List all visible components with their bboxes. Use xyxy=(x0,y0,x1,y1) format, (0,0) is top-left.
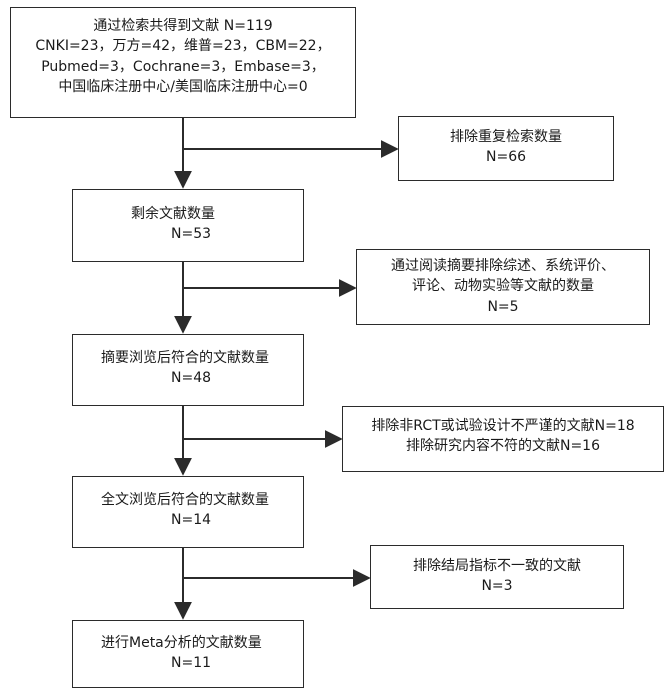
identified-line-2: CNKI=23，万方=42，维普=23，CBM=22， xyxy=(35,38,331,55)
box-identified: 通过检索共得到文献 N=119 CNKI=23，万方=42，维普=23，CBM=… xyxy=(10,7,356,118)
duplicates-line-2: N=66 xyxy=(485,149,527,166)
reviews-line-1: 通过阅读摘要排除综述、系统评价、 xyxy=(391,258,615,274)
reviews-line-2: 评论、动物实验等文献的数量 xyxy=(412,278,594,295)
fulltext-line-1: 全文浏览后符合的文献数量 xyxy=(101,492,269,508)
box-meta-included: 进行Meta分析的文献数量 N=11 xyxy=(72,620,304,688)
fulltext-line-2: N=14 xyxy=(171,512,212,529)
box-remaining: 剩余文献数量 N=53 xyxy=(72,189,304,262)
identified-line-3: Pubmed=3，Cochrane=3，Embase=3， xyxy=(41,58,325,75)
box-exclude-reviews: 通过阅读摘要排除综述、系统评价、 评论、动物实验等文献的数量 N=5 xyxy=(356,249,650,325)
meta-line-2: N=11 xyxy=(171,655,212,672)
meta-line-1: 进行Meta分析的文献数量 xyxy=(101,635,262,651)
box-abstract-screened: 摘要浏览后符合的文献数量 N=48 xyxy=(72,334,304,406)
box-exclude-duplicates: 排除重复检索数量 N=66 xyxy=(398,116,614,181)
outcomes-line-1: 排除结局指标不一致的文献 xyxy=(413,558,581,574)
duplicates-line-1: 排除重复检索数量 xyxy=(450,129,562,145)
non-rct-line-1: 排除非RCT或试验设计不严谨的文献N=18 xyxy=(371,418,635,434)
abstract-line-1: 摘要浏览后符合的文献数量 xyxy=(101,350,269,366)
outcomes-line-2: N=3 xyxy=(481,578,513,595)
box-exclude-non-rct: 排除非RCT或试验设计不严谨的文献N=18 排除研究内容不符的文献N=16 xyxy=(342,406,664,472)
identified-line-1: 通过检索共得到文献 N=119 xyxy=(93,18,273,34)
abstract-line-2: N=48 xyxy=(171,370,212,387)
remaining-line-2: N=53 xyxy=(171,226,212,243)
remaining-line-1: 剩余文献数量 xyxy=(131,206,215,222)
box-fulltext-screened: 全文浏览后符合的文献数量 N=14 xyxy=(72,476,304,548)
non-rct-line-2: 排除研究内容不符的文献N=16 xyxy=(405,438,601,455)
identified-line-4: 中国临床注册中心/美国临床注册中心=0 xyxy=(58,78,308,95)
box-exclude-outcomes: 排除结局指标不一致的文献 N=3 xyxy=(370,545,624,609)
reviews-line-3: N=5 xyxy=(487,298,519,315)
